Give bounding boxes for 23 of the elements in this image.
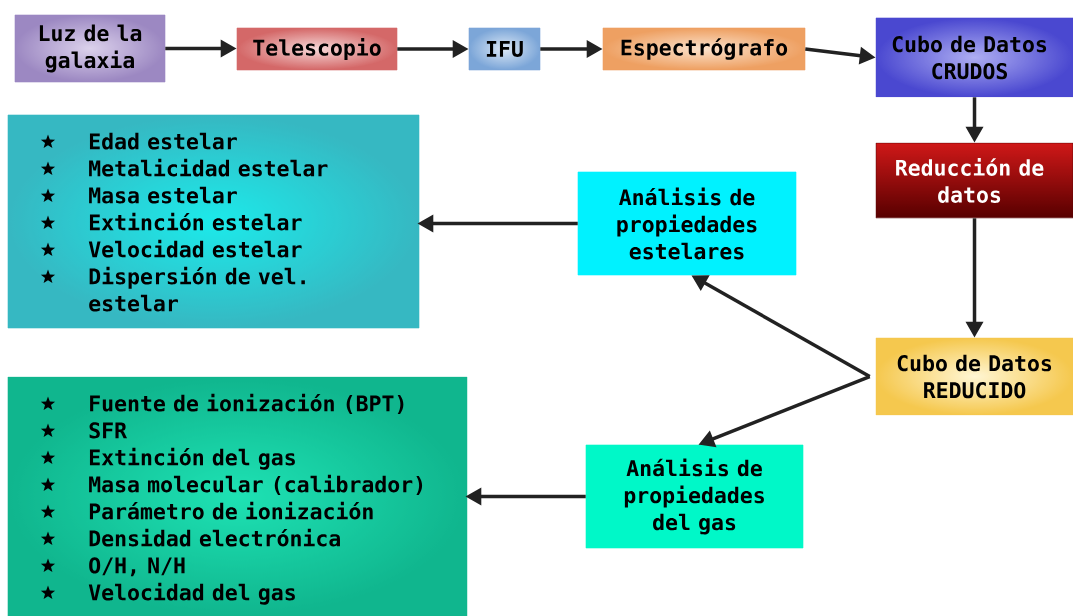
list-item: Parámetro de ionización bbox=[89, 501, 373, 520]
process-box: Cubo de Datos CRUDOS bbox=[875, 17, 1073, 98]
list-item: Masa estelar bbox=[89, 186, 237, 204]
analysis-box: Análisis de propiedades estelares bbox=[577, 171, 797, 276]
analysis-box: Análisis de propiedades del gas bbox=[585, 444, 804, 549]
list-item: Velocidad estelar bbox=[88, 239, 302, 258]
list-item: Densidad electrónica bbox=[89, 528, 340, 547]
list-item: Extinción del gas bbox=[89, 447, 295, 470]
list-item: Velocidad del gas bbox=[88, 582, 295, 605]
list-item: Fuente de ionización (BPT) bbox=[90, 393, 404, 415]
list-item: Edad estelar bbox=[89, 132, 237, 150]
list-item: Extinción estelar bbox=[89, 212, 302, 231]
list-item: Dispersión de vel. estelar bbox=[89, 266, 305, 312]
list-item: O/H, N/H bbox=[89, 557, 185, 577]
list-item: Masa molecular (calibrador) bbox=[89, 474, 423, 496]
list-item: SFR bbox=[89, 422, 128, 439]
process-box: Telescopio bbox=[236, 27, 398, 71]
process-box: IFU bbox=[468, 27, 541, 71]
process-box: Reducción de datos bbox=[875, 142, 1073, 219]
process-box: Espectrógrafo bbox=[602, 27, 806, 71]
process-box: Luz de la galaxia bbox=[14, 14, 166, 83]
process-box: Cubo de Datos REDUCIDO bbox=[875, 337, 1073, 416]
list-item: Metalicidad estelar bbox=[89, 158, 328, 177]
